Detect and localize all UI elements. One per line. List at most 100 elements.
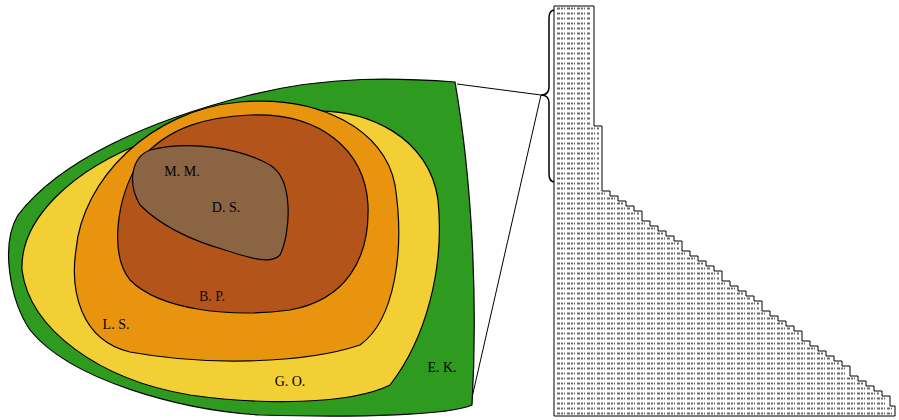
list-row <box>557 18 591 20</box>
label-holder: B. P. <box>199 289 225 305</box>
list-row <box>557 8 591 10</box>
list-row <box>557 298 751 300</box>
list-row <box>557 368 847 370</box>
zoom-line <box>457 84 541 95</box>
list-row <box>557 258 695 260</box>
list-row <box>557 63 591 65</box>
band-region: B. P. M. M. D. S. <box>110 110 375 315</box>
list-row <box>557 73 591 75</box>
list-row <box>557 333 799 335</box>
list-row <box>557 363 839 365</box>
list-row <box>557 103 591 105</box>
list-row <box>557 193 607 195</box>
list-row <box>557 203 623 205</box>
label-holder: E. K. <box>427 360 456 376</box>
list-row <box>557 248 679 250</box>
list-row <box>557 48 591 50</box>
region-shape <box>125 135 295 260</box>
region-label: L. S. <box>103 317 130 333</box>
list-row <box>557 128 599 130</box>
list-row <box>557 143 599 145</box>
list-row <box>557 278 719 280</box>
list-row <box>557 83 591 85</box>
core-region: M. M. D. S. <box>125 135 295 260</box>
list-row <box>557 28 591 30</box>
list-row <box>557 283 727 285</box>
list-row <box>557 173 599 175</box>
region-outline <box>9 79 475 416</box>
list-row <box>557 58 591 60</box>
list-row <box>557 78 591 80</box>
list-row <box>557 188 599 190</box>
label-holder: L. S. <box>103 317 130 333</box>
list-row <box>557 228 655 230</box>
list-row <box>557 343 807 345</box>
list-row <box>557 373 847 375</box>
outer-region: E. K. G. O. L. S. B. P. M. M. D. S. <box>0 70 480 420</box>
list-row <box>557 178 599 180</box>
region-outline <box>118 115 368 313</box>
list-row <box>557 93 591 95</box>
list-row <box>557 118 591 120</box>
list-row <box>557 348 815 350</box>
list-row <box>557 338 799 340</box>
list-row <box>557 303 759 305</box>
region-label: E. K. <box>427 360 456 376</box>
list-row <box>557 113 591 115</box>
list-row <box>557 133 599 135</box>
list-row <box>557 358 831 360</box>
list-row <box>557 108 591 110</box>
label-holder: D. S. <box>212 200 240 216</box>
list-row <box>557 263 703 265</box>
list-row <box>557 308 759 310</box>
zoom-line <box>471 95 541 402</box>
number-list-texture <box>554 6 895 416</box>
curly-bracket <box>541 10 555 182</box>
list-row <box>557 243 679 245</box>
list-row <box>557 313 767 315</box>
list-row <box>557 153 599 155</box>
list-row <box>557 163 599 165</box>
list-row <box>557 238 671 240</box>
list-row <box>557 213 639 215</box>
list-row <box>557 378 855 380</box>
list-row <box>557 123 591 125</box>
list-row <box>557 323 783 325</box>
list-row <box>557 403 887 405</box>
list-row <box>557 208 631 210</box>
list-row <box>557 168 599 170</box>
list-row <box>557 268 711 270</box>
list-outline <box>554 6 895 416</box>
list-row <box>557 158 599 160</box>
list-row <box>557 223 647 225</box>
list-row <box>557 288 735 290</box>
list-row <box>557 43 591 45</box>
list-row <box>557 23 591 25</box>
region-label: D. S. <box>212 200 240 216</box>
list-row <box>557 218 639 220</box>
label-holder: M. M. <box>164 164 199 180</box>
list-row <box>557 198 615 200</box>
band-region: L. S. B. P. M. M. D. S. <box>70 90 405 370</box>
list-row <box>557 398 887 400</box>
list-row <box>557 388 871 390</box>
list-row <box>557 408 892 410</box>
list-row <box>557 53 591 55</box>
list-row <box>557 88 591 90</box>
label-holder: G. O. <box>275 374 306 390</box>
list-row <box>557 413 892 415</box>
list-row <box>557 353 823 355</box>
list-row <box>557 98 591 100</box>
list-row <box>557 33 591 35</box>
list-row <box>557 38 591 40</box>
list-row <box>557 318 775 320</box>
region-outline <box>133 146 289 260</box>
list-row <box>557 138 599 140</box>
list-row <box>557 273 719 275</box>
list-row <box>557 183 599 185</box>
list-row <box>557 383 863 385</box>
region-outline <box>74 101 398 361</box>
region-label: G. O. <box>275 374 306 390</box>
region-label: B. P. <box>199 289 225 305</box>
